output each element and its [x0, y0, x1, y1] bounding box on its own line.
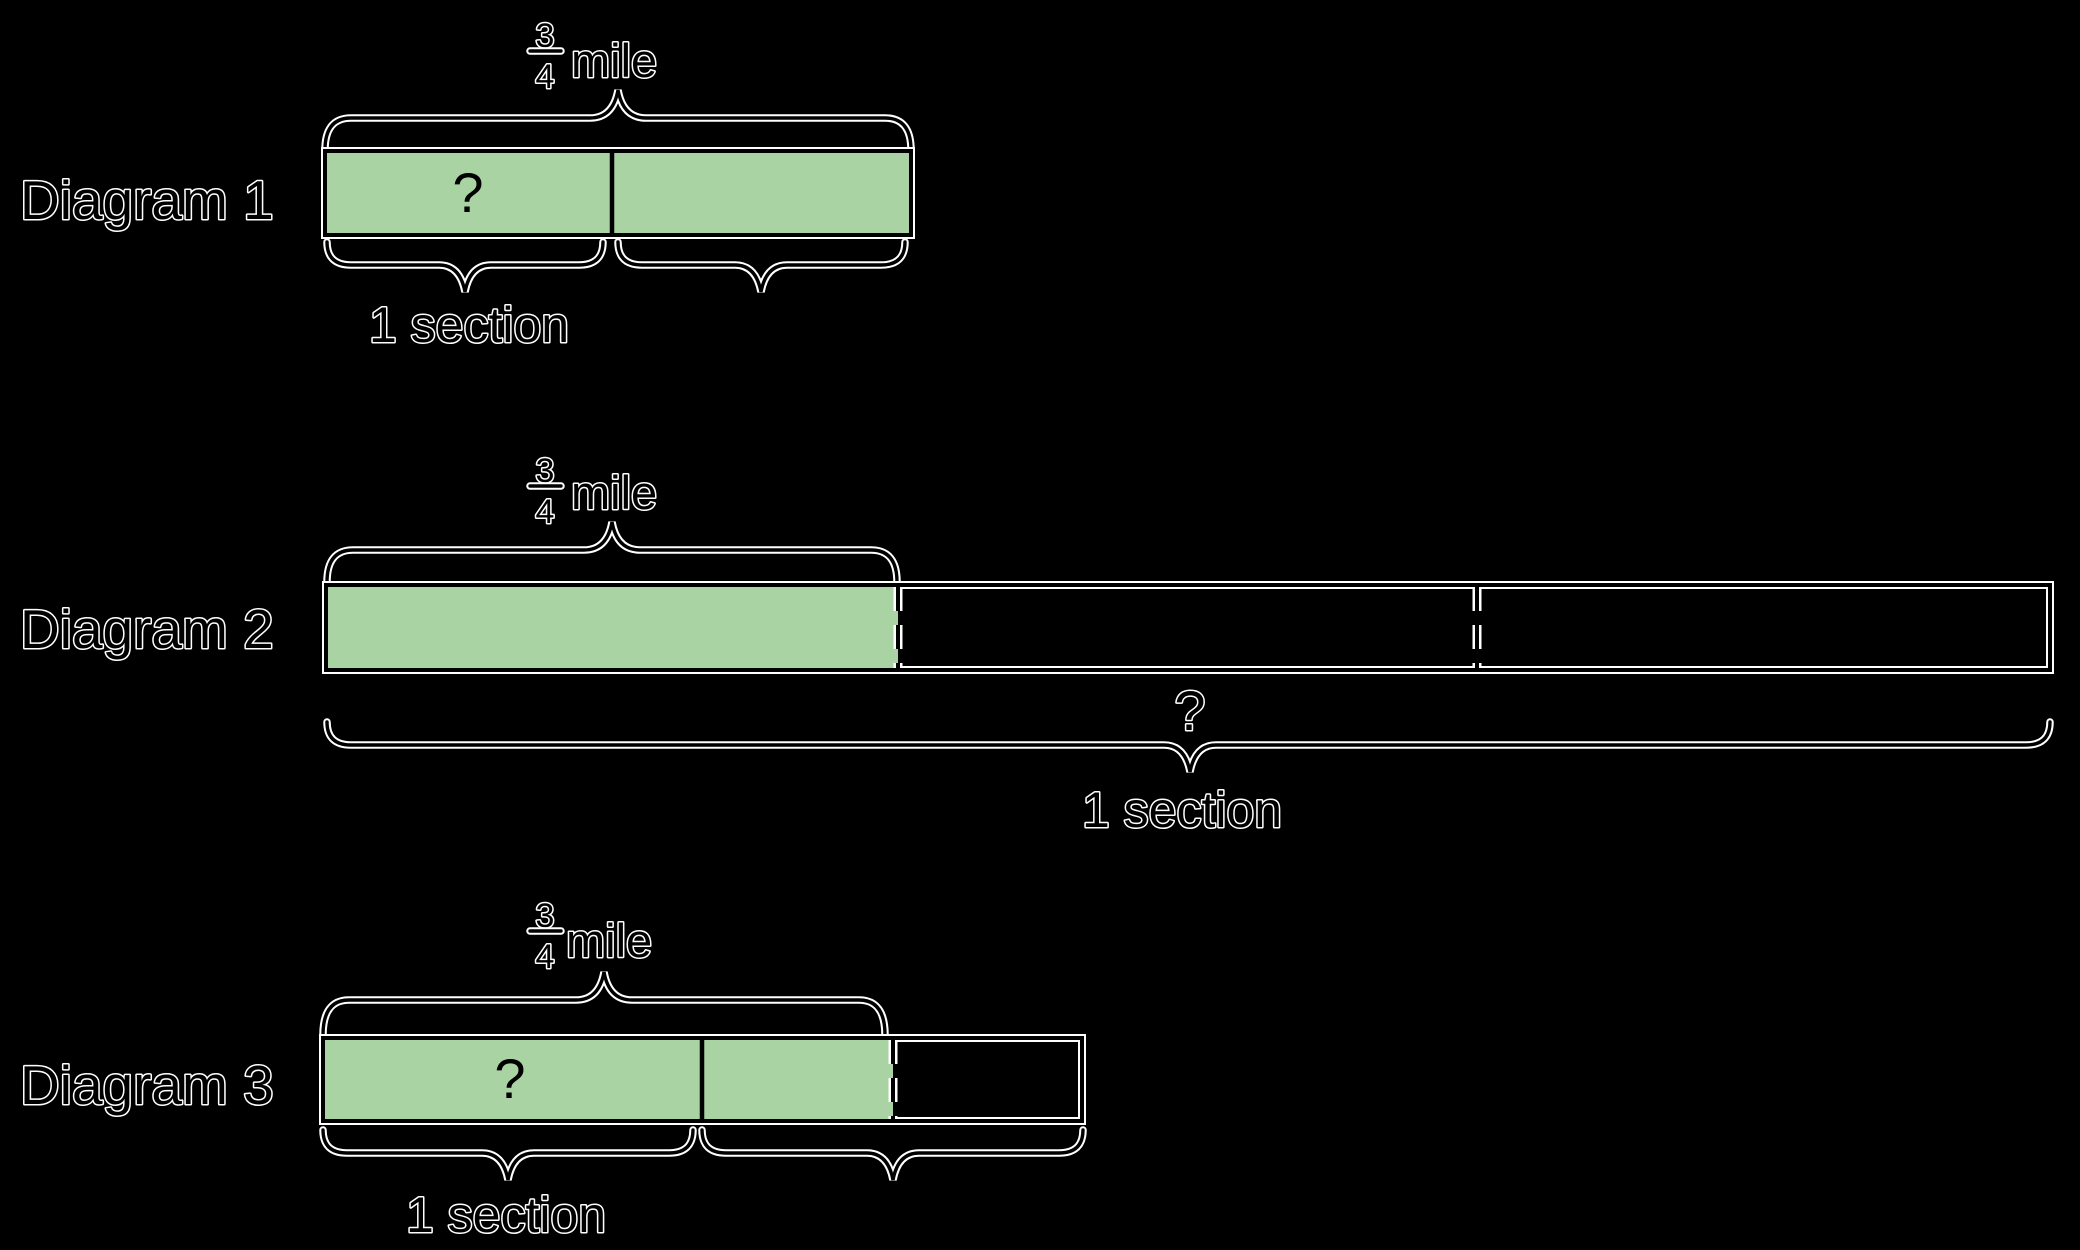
- diagram-2: Diagram 2 3 4 mile ? 1 section: [19, 451, 2054, 840]
- diagram-1-title: Diagram 1: [20, 169, 274, 231]
- tape-cell-filled: [325, 151, 911, 235]
- tape-bar: ?: [319, 1034, 1086, 1125]
- tape-cell-filled: [323, 1038, 893, 1121]
- one-section-label: 1 section: [1082, 782, 1282, 838]
- diagram-2-title: Diagram 2: [20, 598, 274, 660]
- diagram-1: Diagram 1 3 4 mile ? 1 section: [19, 16, 915, 355]
- diagram-3: Diagram 3 3 4 mile ? 1 section: [19, 896, 1086, 1245]
- brace-three-quarter-mile: [325, 90, 911, 150]
- tape-bar: [322, 581, 2054, 674]
- mile-unit: mile: [571, 466, 657, 519]
- tape-bar: ?: [321, 147, 915, 239]
- question-mark: ?: [452, 161, 483, 224]
- fraction-numerator: 3: [536, 17, 555, 55]
- brace-one-section: [327, 242, 603, 292]
- fraction-denominator: 4: [536, 493, 555, 531]
- fraction-numerator: 3: [536, 897, 555, 935]
- three-quarter-mile-label: 3 4 mile: [526, 896, 654, 978]
- mile-unit: mile: [571, 34, 657, 87]
- fraction-denominator: 4: [536, 58, 555, 96]
- diagram-3-title: Diagram 3: [20, 1054, 274, 1116]
- one-section-label: 1 section: [369, 297, 569, 353]
- one-section-label: 1 section: [406, 1187, 606, 1243]
- fraction-numerator: 3: [536, 452, 555, 490]
- brace-three-quarter-mile: [323, 972, 885, 1035]
- three-quarter-mile-label: 3 4 mile: [526, 451, 659, 533]
- tape-cell-filled: [326, 585, 898, 670]
- mile-unit: mile: [566, 914, 652, 967]
- three-quarter-mile-label: 3 4 mile: [526, 16, 659, 98]
- fraction-denominator: 4: [536, 938, 555, 976]
- question-mark: ?: [1174, 679, 1205, 742]
- question-mark: ?: [494, 1047, 525, 1110]
- brace-three-quarter-mile: [327, 522, 897, 582]
- brace-one-section: [323, 1130, 693, 1180]
